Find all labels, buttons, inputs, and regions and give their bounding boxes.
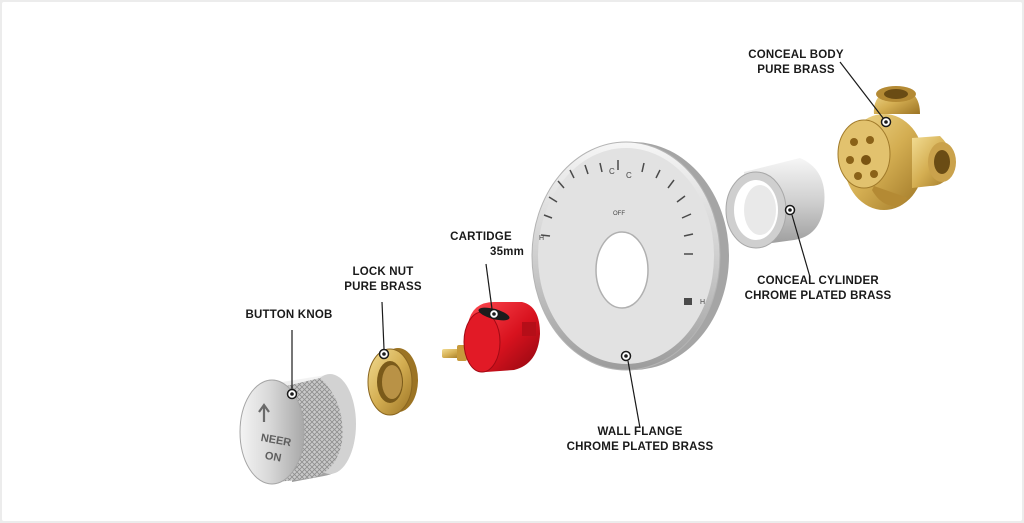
flange-mark-c-left: C — [609, 167, 615, 176]
flange-mark-off: OFF — [613, 211, 625, 217]
flange-marker-square — [684, 298, 692, 305]
label-conceal-body: CONCEAL BODY PURE BRASS — [734, 48, 858, 78]
label-cartidge-line2: 35mm — [489, 246, 525, 258]
flange-mark-c-right: C — [626, 171, 632, 180]
lock-nut — [367, 348, 418, 416]
label-conceal-body-line1: CONCEAL BODY — [748, 49, 844, 61]
label-conceal-body-line2: PURE BRASS — [757, 64, 835, 76]
label-lock-nut-line2: PURE BRASS — [344, 281, 422, 293]
flange-mark-h-left: H — [539, 235, 544, 242]
flange-mark-h-right: H — [700, 299, 705, 306]
conceal-body — [837, 86, 956, 210]
leader-wall-flange — [627, 360, 641, 429]
label-lock-nut-line1: LOCK NUT — [352, 266, 414, 278]
button-knob: NEER ON — [239, 374, 356, 485]
arrow-up-icon — [258, 403, 270, 422]
label-button-knob: BUTTON KNOB — [224, 308, 354, 323]
leader-conceal-body — [839, 61, 884, 119]
leader-cartidge — [485, 263, 493, 310]
label-button-knob-line1: BUTTON KNOB — [245, 309, 333, 321]
flange-scale-ticks — [540, 160, 694, 255]
label-conceal-cylinder-line2: CHROME PLATED BRASS — [744, 290, 892, 302]
brand-line-1: NEER — [260, 432, 292, 449]
label-lock-nut: LOCK NUT PURE BRASS — [324, 265, 442, 295]
label-cartidge: CARTIDGE 35mm — [422, 230, 540, 260]
callout-leaders — [291, 61, 884, 429]
label-wall-flange-line1: WALL FLANGE — [597, 426, 683, 438]
label-conceal-cylinder-line1: CONCEAL CYLINDER — [757, 275, 879, 287]
label-conceal-cylinder: CONCEAL CYLINDER CHROME PLATED BRASS — [736, 274, 900, 304]
cartridge — [442, 302, 540, 373]
conceal-cylinder — [725, 158, 825, 249]
label-wall-flange: WALL FLANGE CHROME PLATED BRASS — [558, 425, 722, 455]
label-cartidge-line1: CARTIDGE — [450, 231, 512, 243]
leader-conceal-cylinder — [791, 214, 811, 278]
wall-flange: C C OFF H H — [531, 141, 729, 371]
leader-lock-nut — [381, 301, 385, 350]
brand-line-2: ON — [264, 450, 282, 465]
label-wall-flange-line2: CHROME PLATED BRASS — [566, 441, 714, 453]
